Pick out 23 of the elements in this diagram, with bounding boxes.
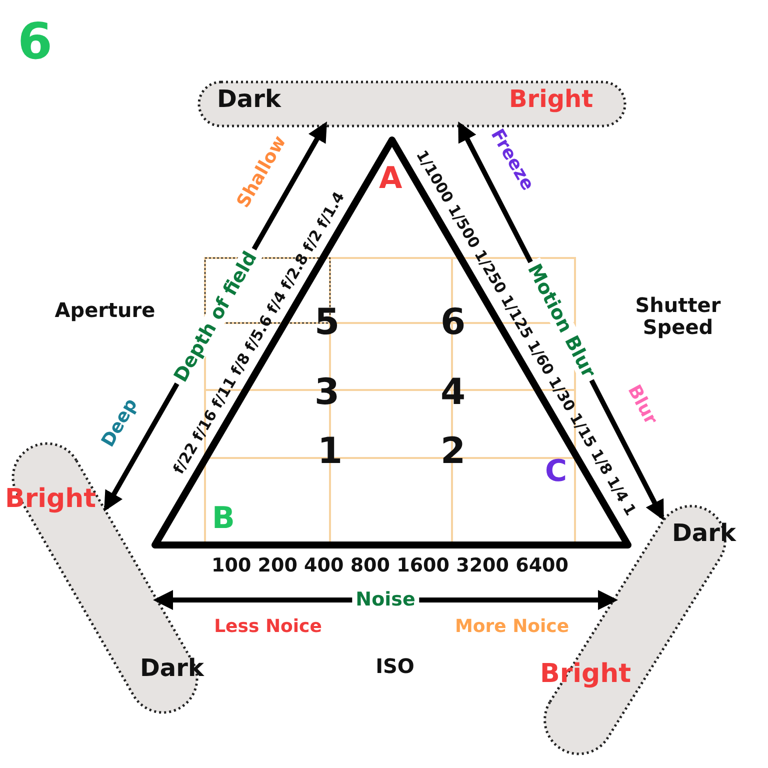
cell-number: 2 xyxy=(440,432,466,472)
vertex-letter: A xyxy=(379,162,402,195)
cell-number: 6 xyxy=(440,303,466,343)
cell-number: 3 xyxy=(314,373,340,413)
axis-title: Shutter Speed xyxy=(634,294,722,338)
pill-text: Bright xyxy=(540,660,632,689)
axis-title: ISO xyxy=(376,655,414,677)
vertex-letter: B xyxy=(212,502,235,535)
vertex-letter: C xyxy=(545,455,568,488)
pill-text: Dark xyxy=(672,520,736,546)
cell-number: 4 xyxy=(440,373,466,413)
scale-text: 100 200 400 800 1600 3200 6400 xyxy=(212,556,568,576)
cell-number: 1 xyxy=(317,432,343,472)
cell-number: 5 xyxy=(314,303,340,343)
pill-text: Bright xyxy=(5,485,96,514)
pill-text: Dark xyxy=(140,655,204,682)
pill-text: Bright xyxy=(509,86,594,112)
note-text: More Noice xyxy=(454,617,570,637)
figure-number: 6 xyxy=(18,14,52,70)
axis-title: Aperture xyxy=(54,299,156,321)
direction-label: Blur xyxy=(624,382,660,428)
note-text: Less Noice xyxy=(214,617,322,637)
pill-text: Dark xyxy=(217,86,281,112)
